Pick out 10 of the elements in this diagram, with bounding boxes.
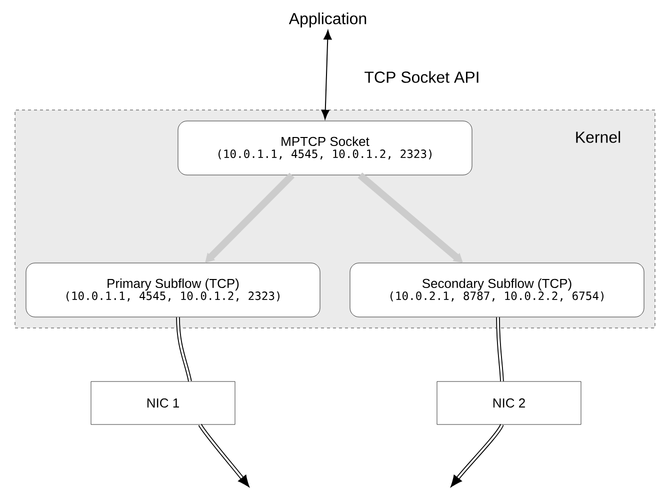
arrow <box>198 424 250 488</box>
nic-box: NIC 1 <box>90 381 236 425</box>
socket-box: Primary Subflow (TCP) (10.0.1.1, 4545, 10.0.1.2, 2323) <box>26 262 320 318</box>
socket-box: Secondary Subflow (TCP) (10.0.2.1, 8787, 10.0.2.2, 6754) <box>350 262 644 318</box>
arrow <box>321 30 332 120</box>
edge-label: TCP Socket API <box>364 71 478 83</box>
socket-box: MPTCP Socket (10.0.1.1, 4545, 10.0.1.2, 2323) <box>178 120 472 176</box>
nic-box: NIC 2 <box>436 381 582 425</box>
title-text: Application <box>288 12 366 28</box>
arrow <box>450 424 504 488</box>
